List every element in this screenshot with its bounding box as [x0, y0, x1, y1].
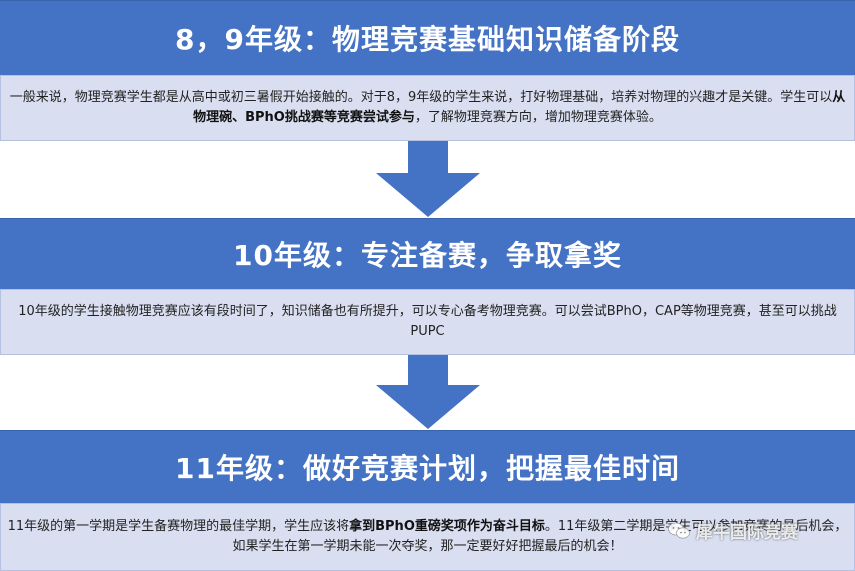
stage-2-title: 10年级：专注备赛，争取拿奖: [0, 218, 855, 290]
stage-1-title: 8，9年级：物理竞赛基础知识储备阶段: [0, 0, 855, 76]
wechat-icon: [668, 522, 690, 538]
stage-3-paragraph: 11年级的第一学期是学生备赛物理的最佳学期，学生应该将拿到BPhO重磅奖项作为奋…: [7, 517, 848, 557]
stage-1-text-before: 一般来说，物理竞赛学生都是从高中或初三暑假开始接触的。对于8，9年级的学生来说，…: [9, 90, 833, 105]
stage-2-description: 10年级的学生接触物理竞赛应该有段时间了，知识储备也有所提升，可以专心备考物理竞…: [0, 289, 855, 355]
stage-2-text: 10年级的学生接触物理竞赛应该有段时间了，知识储备也有所提升，可以专心备考物理竞…: [18, 304, 837, 339]
watermark: 犀牛国际竞赛: [668, 518, 798, 543]
stage-1-title-text: 8，9年级：物理竞赛基础知识储备阶段: [175, 23, 680, 56]
stage-3-title: 11年级：做好竞赛计划，把握最佳时间: [0, 430, 855, 504]
stage-3-description: 11年级的第一学期是学生备赛物理的最佳学期，学生应该将拿到BPhO重磅奖项作为奋…: [0, 503, 855, 571]
down-arrow-2: [376, 355, 480, 429]
stage-2-paragraph: 10年级的学生接触物理竞赛应该有段时间了，知识储备也有所提升，可以专心备考物理竞…: [7, 302, 848, 342]
down-arrow-1: [376, 141, 480, 217]
stage-3-text-bold: 拿到BPhO重磅奖项作为奋斗目标: [349, 519, 545, 534]
stage-2-title-text: 10年级：专注备赛，争取拿奖: [233, 239, 622, 272]
stage-1-description: 一般来说，物理竞赛学生都是从高中或初三暑假开始接触的。对于8，9年级的学生来说，…: [0, 75, 855, 141]
stage-3-title-text: 11年级：做好竞赛计划，把握最佳时间: [175, 452, 680, 485]
stage-1-paragraph: 一般来说，物理竞赛学生都是从高中或初三暑假开始接触的。对于8，9年级的学生来说，…: [7, 88, 848, 128]
stage-1-text-after: ，了解物理竞赛方向，增加物理竞赛体验。: [414, 110, 662, 125]
stage-3-text-before: 11年级的第一学期是学生备赛物理的最佳学期，学生应该将: [7, 519, 350, 534]
stage-1-text-bold: 从物理碗、BPhO挑战赛等竞赛尝试参与: [193, 90, 846, 125]
stage-3-text-after: 。11年级第二学期是学生可以参加竞赛的最后机会，如果学生在第一学期未能一次夺奖，…: [232, 519, 848, 554]
watermark-text: 犀牛国际竞赛: [696, 523, 798, 543]
